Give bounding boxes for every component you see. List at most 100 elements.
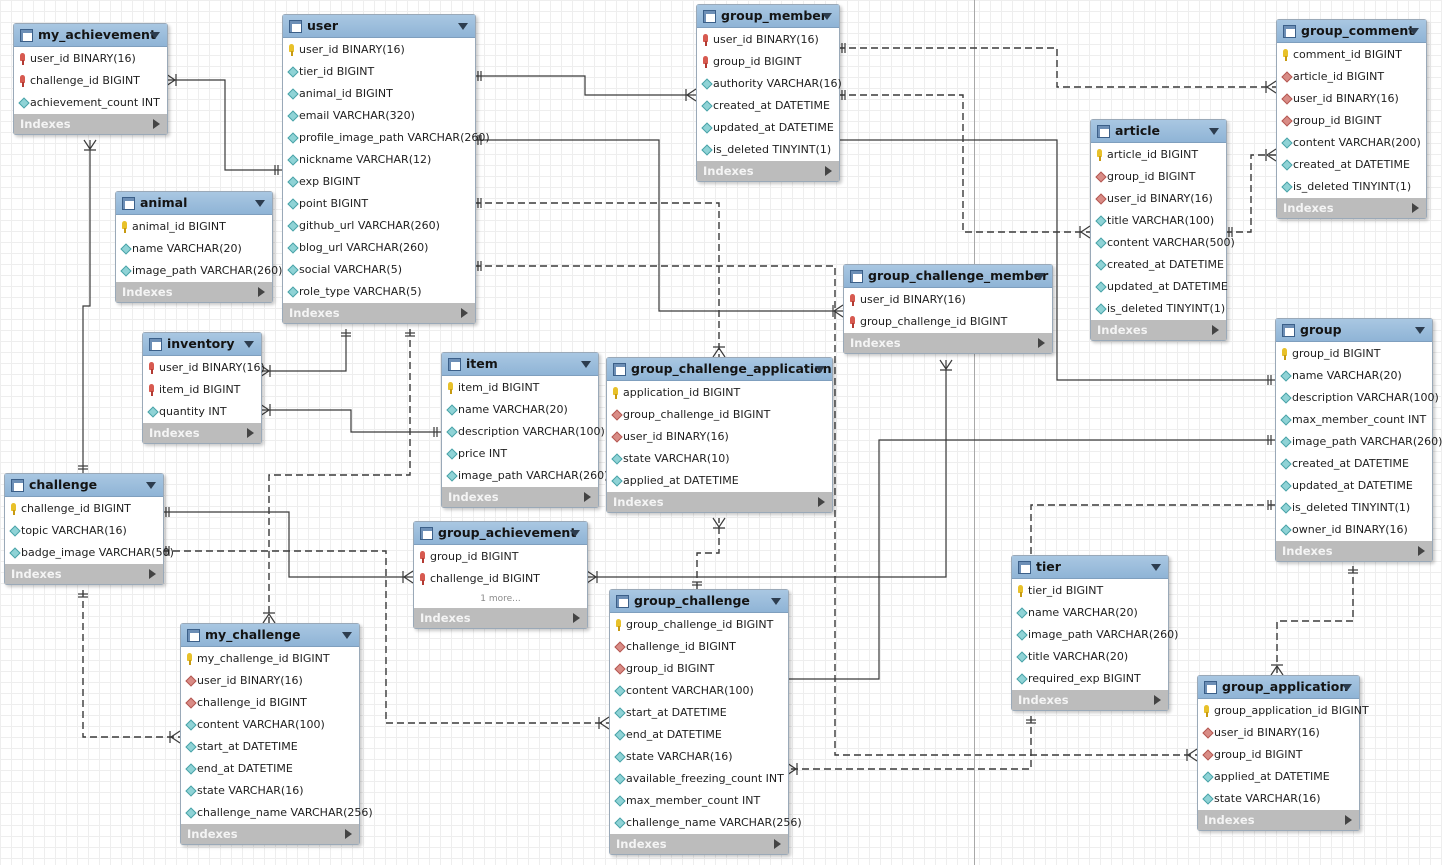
- field-row[interactable]: created_at DATETIME: [1277, 154, 1426, 176]
- collapse-arrow-icon[interactable]: [581, 361, 591, 368]
- field-row[interactable]: state VARCHAR(10): [607, 448, 832, 470]
- entity-header[interactable]: group_member: [697, 5, 839, 28]
- field-row[interactable]: challenge_name VARCHAR(256): [181, 802, 373, 824]
- indexes-section[interactable]: Indexes: [14, 114, 167, 134]
- field-row[interactable]: user_id BINARY(16): [1091, 188, 1226, 210]
- field-row[interactable]: animal_id BIGINT: [116, 216, 272, 238]
- field-row[interactable]: title VARCHAR(20): [1012, 646, 1168, 668]
- entity-header[interactable]: group_application: [1198, 676, 1359, 699]
- field-row[interactable]: group_id BIGINT: [610, 658, 788, 680]
- field-row[interactable]: user_id BINARY(16): [697, 29, 839, 51]
- field-row[interactable]: article_id BIGINT: [1277, 66, 1426, 88]
- expand-arrow-icon[interactable]: [1212, 325, 1219, 335]
- field-row[interactable]: group_id BIGINT: [1276, 343, 1432, 365]
- field-row[interactable]: created_at DATETIME: [1091, 254, 1226, 276]
- collapse-arrow-icon[interactable]: [146, 482, 156, 489]
- entity-header[interactable]: group_challenge_member: [844, 265, 1052, 288]
- field-row[interactable]: tier_id BIGINT: [1012, 580, 1168, 602]
- collapse-arrow-icon[interactable]: [1342, 684, 1352, 691]
- field-row[interactable]: max_member_count INT: [610, 790, 788, 812]
- field-row[interactable]: updated_at DATETIME: [697, 117, 839, 139]
- field-row[interactable]: profile_image_path VARCHAR(260): [283, 127, 490, 149]
- field-row[interactable]: applied_at DATETIME: [1198, 766, 1359, 788]
- relationship-line[interactable]: [162, 511, 413, 578]
- field-row[interactable]: authority VARCHAR(16): [697, 73, 842, 95]
- expand-arrow-icon[interactable]: [573, 613, 580, 623]
- entity-header[interactable]: group_achievement: [414, 522, 587, 545]
- field-row[interactable]: end_at DATETIME: [181, 758, 359, 780]
- field-row[interactable]: available_freezing_count INT: [610, 768, 788, 790]
- relationship-line[interactable]: [1225, 154, 1276, 233]
- field-row[interactable]: user_id BINARY(16): [14, 48, 167, 70]
- field-row[interactable]: start_at DATETIME: [181, 736, 359, 758]
- field-row[interactable]: start_at DATETIME: [610, 702, 788, 724]
- field-row[interactable]: role_type VARCHAR(5): [283, 281, 475, 303]
- entity-header[interactable]: group_challenge_application: [607, 358, 832, 381]
- indexes-section[interactable]: Indexes: [1091, 320, 1226, 340]
- expand-arrow-icon[interactable]: [153, 119, 160, 129]
- collapse-arrow-icon[interactable]: [822, 13, 832, 20]
- relationship-line[interactable]: [838, 47, 1276, 88]
- field-row[interactable]: created_at DATETIME: [697, 95, 839, 117]
- field-row[interactable]: is_deleted TINYINT(1): [1091, 298, 1226, 320]
- field-row[interactable]: name VARCHAR(20): [1276, 365, 1432, 387]
- field-row[interactable]: challenge_id BIGINT: [414, 568, 587, 590]
- field-row[interactable]: article_id BIGINT: [1091, 144, 1226, 166]
- field-row[interactable]: applied_at DATETIME: [607, 470, 832, 492]
- field-row[interactable]: image_path VARCHAR(260): [1012, 624, 1178, 646]
- field-row[interactable]: group_challenge_id BIGINT: [844, 311, 1052, 333]
- relationship-line[interactable]: [1030, 504, 1275, 555]
- many-mark[interactable]: [1270, 664, 1284, 676]
- field-row[interactable]: name VARCHAR(20): [442, 399, 598, 421]
- field-row[interactable]: content VARCHAR(500): [1091, 232, 1235, 254]
- field-row[interactable]: state VARCHAR(16): [181, 780, 359, 802]
- relationship-line[interactable]: [260, 329, 347, 372]
- many-mark[interactable]: [598, 716, 610, 730]
- entity-header[interactable]: group_challenge: [610, 590, 788, 613]
- collapse-arrow-icon[interactable]: [1035, 273, 1045, 280]
- collapse-arrow-icon[interactable]: [244, 341, 254, 348]
- entity-header[interactable]: my_challenge: [181, 624, 359, 647]
- indexes-section[interactable]: Indexes: [607, 492, 832, 512]
- field-row[interactable]: user_id BINARY(16): [1277, 88, 1426, 110]
- field-row[interactable]: comment_id BIGINT: [1277, 44, 1426, 66]
- expand-arrow-icon[interactable]: [584, 492, 591, 502]
- relationship-line[interactable]: [838, 94, 1090, 233]
- many-mark[interactable]: [685, 88, 697, 102]
- field-row[interactable]: point BIGINT: [283, 193, 475, 215]
- field-row[interactable]: content VARCHAR(100): [181, 714, 359, 736]
- field-row[interactable]: item_id BIGINT: [143, 379, 261, 401]
- field-row[interactable]: email VARCHAR(320): [283, 105, 475, 127]
- field-row[interactable]: exp BIGINT: [283, 171, 475, 193]
- field-row[interactable]: is_deleted TINYINT(1): [1277, 176, 1426, 198]
- expand-arrow-icon[interactable]: [825, 166, 832, 176]
- many-mark[interactable]: [1265, 80, 1277, 94]
- indexes-section[interactable]: Indexes: [1198, 810, 1359, 830]
- indexes-section[interactable]: Indexes: [697, 161, 839, 181]
- indexes-section[interactable]: Indexes: [116, 282, 272, 302]
- field-row[interactable]: user_id BINARY(16): [1198, 722, 1359, 744]
- relationship-line[interactable]: [474, 75, 696, 96]
- entity-header[interactable]: animal: [116, 192, 272, 215]
- field-row[interactable]: owner_id BINARY(16): [1276, 519, 1432, 541]
- indexes-section[interactable]: Indexes: [610, 834, 788, 854]
- many-mark[interactable]: [712, 346, 726, 358]
- field-row[interactable]: achievement_count INT: [14, 92, 167, 114]
- expand-arrow-icon[interactable]: [345, 829, 352, 839]
- field-row[interactable]: challenge_id BIGINT: [610, 636, 788, 658]
- field-row[interactable]: challenge_name VARCHAR(256): [610, 812, 802, 834]
- collapse-arrow-icon[interactable]: [771, 598, 781, 605]
- entity-header[interactable]: user: [283, 15, 475, 38]
- field-row[interactable]: is_deleted TINYINT(1): [1276, 497, 1432, 519]
- many-mark[interactable]: [832, 304, 844, 318]
- many-mark[interactable]: [1079, 225, 1091, 239]
- many-mark[interactable]: [169, 730, 181, 744]
